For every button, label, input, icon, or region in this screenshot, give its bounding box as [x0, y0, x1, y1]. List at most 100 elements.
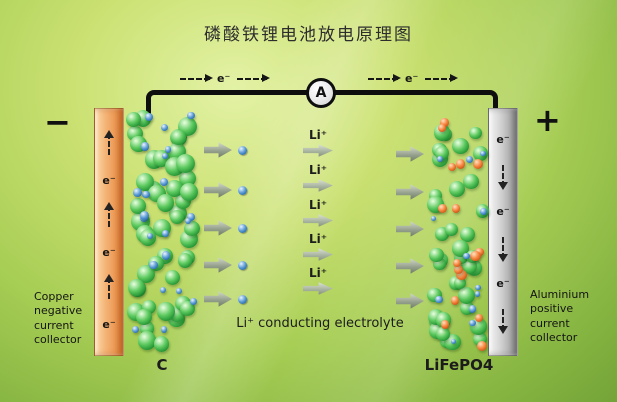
lithium-ion-sphere — [480, 208, 487, 215]
ion-transfer-left — [204, 291, 247, 307]
iron-atom-sphere — [452, 259, 461, 268]
iron-atom-sphere — [451, 203, 461, 213]
iron-atom-sphere — [440, 320, 450, 329]
electron-label: e⁻ — [496, 205, 510, 219]
right-arrow-icon — [396, 146, 424, 162]
electron-label: e⁻ — [217, 72, 231, 85]
phosphate-atom-sphere — [429, 247, 444, 263]
up-arrow-icon — [104, 130, 114, 156]
lithium-ion-sphere — [140, 211, 150, 221]
right-arrow-icon — [396, 221, 424, 237]
ion-transfer-right — [396, 221, 424, 237]
lithium-ion-sphere — [437, 156, 443, 163]
right-arrow-icon — [180, 73, 213, 82]
iron-atom-sphere — [474, 313, 484, 323]
graphite-atom-sphere — [137, 331, 157, 350]
iron-atom-sphere — [472, 158, 484, 170]
iron-atom-sphere — [455, 159, 466, 170]
graphite-atom-sphere — [165, 270, 181, 286]
up-arrow-icon — [104, 274, 114, 300]
iron-atom-sphere — [437, 203, 447, 214]
graphite-atom-sphere — [128, 278, 146, 296]
lithium-ion-sphere — [450, 339, 457, 345]
li-ion-migration: Li⁺ — [296, 163, 340, 192]
lithium-ion-sphere — [463, 252, 470, 260]
ion-transfer-right — [396, 258, 424, 274]
lithium-ion-sphere — [160, 326, 167, 333]
right-arrow-icon — [204, 182, 232, 198]
li-ion-label: Li⁺ — [308, 266, 328, 280]
right-arrow-icon — [237, 73, 271, 82]
right-arrow-icon — [303, 144, 333, 157]
graphite-atom-sphere — [179, 183, 198, 202]
right-arrow-icon — [204, 220, 232, 236]
graphite-atom-sphere — [130, 198, 146, 214]
li-ion-migration: Li⁺ — [296, 266, 340, 295]
lithium-ion-sphere — [184, 217, 191, 225]
li-ion-label: Li⁺ — [308, 163, 328, 177]
phosphate-atom-sphere — [451, 137, 469, 155]
iron-atom-sphere — [450, 296, 460, 305]
lithium-ion-sphere — [175, 287, 183, 295]
lithium-ion-sphere — [480, 150, 487, 157]
lithium-ion-sphere — [162, 251, 171, 260]
graphite-atom-sphere — [177, 253, 193, 269]
electron-label: e⁻ — [405, 72, 419, 85]
phosphate-atom-sphere — [469, 126, 482, 140]
lithium-ion-sphere — [475, 284, 481, 290]
iron-atom-sphere — [448, 163, 457, 172]
graphite-atom-sphere — [175, 154, 195, 174]
lithium-ion-sphere — [160, 177, 169, 187]
ion-transfer-right — [396, 184, 424, 200]
positive-terminal-sign: + — [534, 101, 561, 139]
phosphate-atom-sphere — [454, 277, 467, 290]
right-arrow-icon — [303, 179, 333, 192]
phosphate-atom-sphere — [436, 327, 450, 341]
phosphate-atom-sphere — [462, 259, 477, 274]
li-ion-migration: Li⁺ — [296, 198, 340, 227]
ion-transfer-left — [204, 182, 247, 198]
electrolyte-caption: Li⁺ conducting electrolyte — [236, 316, 404, 331]
right-arrow-icon — [303, 282, 333, 295]
iron-atom-sphere — [439, 118, 449, 127]
lifepo4-electrode-label: LiFePO4 — [424, 356, 494, 374]
phosphate-atom-sphere — [448, 180, 465, 197]
iron-atom-sphere — [456, 269, 468, 281]
graphite-atom-sphere — [166, 180, 183, 197]
graphite-atom-sphere — [136, 308, 153, 325]
right-arrow-icon — [396, 293, 424, 309]
ammeter-label: A — [315, 85, 327, 101]
right-arrow-icon — [303, 248, 333, 261]
lithium-ion-sphere — [465, 155, 474, 164]
lithium-ion-sphere — [431, 215, 437, 221]
lithium-ion-sphere — [186, 213, 195, 222]
iron-atom-sphere — [469, 250, 481, 262]
electron-label: e⁻ — [102, 173, 116, 187]
electron-flow-right: e⁻ — [368, 72, 459, 85]
lithium-ion-sphere — [435, 295, 443, 304]
right-arrow-icon — [368, 73, 401, 82]
lithium-ion-sphere — [468, 305, 477, 313]
ion-transfer-right — [396, 146, 424, 162]
graphite-atom-sphere — [153, 336, 170, 353]
down-arrow-icon — [498, 164, 508, 190]
lithium-ion-sphere — [146, 233, 153, 240]
lithium-ion-sphere — [474, 291, 481, 297]
iron-atom-sphere — [437, 124, 446, 133]
electron-label: e⁻ — [496, 277, 510, 291]
graphite-atom-sphere — [125, 112, 141, 128]
li-ion-migration: Li⁺ — [296, 128, 340, 157]
phosphate-atom-sphere — [463, 173, 479, 190]
graphite-atom-sphere — [170, 210, 185, 225]
lithium-ion-sphere — [161, 123, 169, 132]
lithium-ion-sphere — [238, 185, 247, 195]
lithium-ion-sphere — [238, 223, 247, 233]
li-ion-migration: Li⁺ — [296, 232, 340, 261]
graphite-electrode-label: C — [156, 356, 168, 374]
graphite-atom-sphere — [137, 265, 156, 283]
phosphate-atom-sphere — [459, 226, 475, 242]
right-arrow-icon — [204, 257, 232, 273]
right-arrow-icon — [303, 214, 333, 227]
aluminium-collector-caption: Aluminium positive current collector — [530, 288, 590, 344]
